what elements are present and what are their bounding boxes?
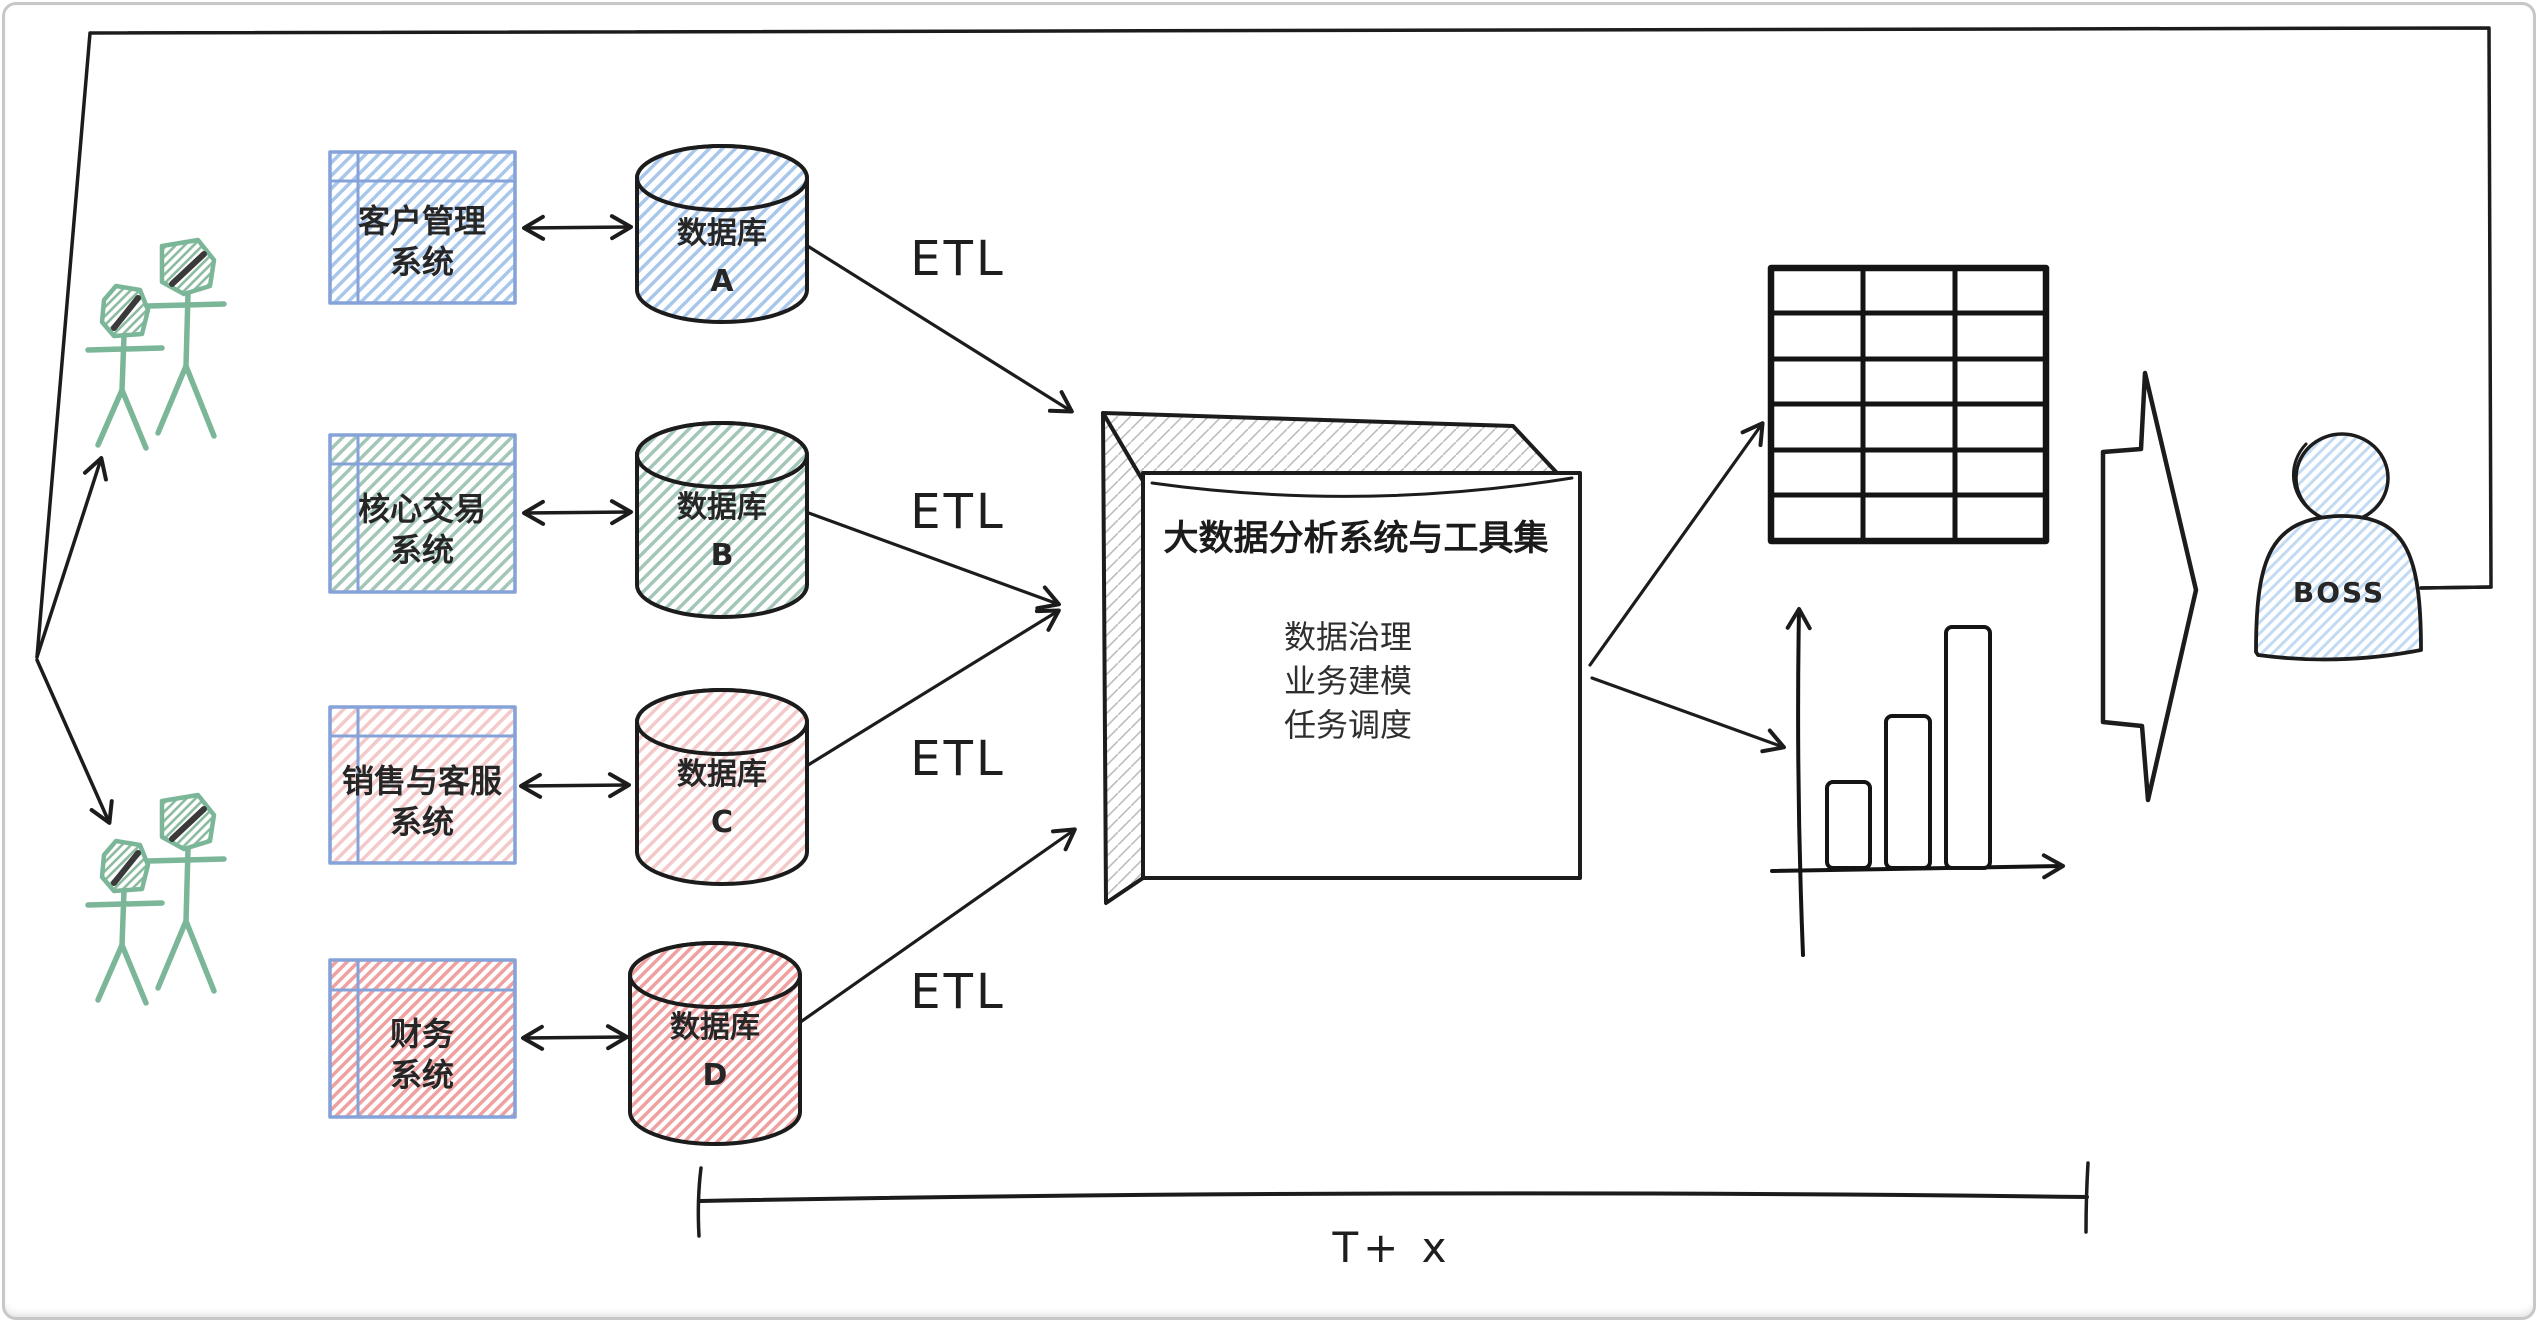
system-label: 客户管理 <box>358 202 486 240</box>
feedback-arrow-to-top-users <box>35 456 108 659</box>
database-letter: D <box>703 1058 728 1093</box>
boss-person-icon <box>2254 432 2493 662</box>
sync-arrow-core <box>522 499 633 526</box>
timeline-label: T+ x <box>1331 1223 1451 1272</box>
system-label: 财务 <box>390 1015 454 1053</box>
users-group-top-icon <box>88 240 224 448</box>
database-label: 数据库 <box>677 216 767 251</box>
etl-arrows <box>790 238 1077 1030</box>
database-cylinder-a-icon <box>635 144 809 324</box>
database-letter: A <box>710 264 734 299</box>
timeline-bracket <box>696 1161 2090 1238</box>
etl-label: ETL <box>910 964 1005 1020</box>
platform-function: 数据治理 <box>1284 618 1412 656</box>
platform-function: 任务调度 <box>1284 706 1412 744</box>
etl-arrow-b <box>804 510 1061 611</box>
sync-arrow-crm <box>522 214 633 241</box>
etl-label: ETL <box>910 731 1005 787</box>
database-cylinder-c-icon <box>635 688 809 886</box>
system-label: 核心交易 <box>358 490 486 528</box>
sync-arrows <box>519 214 633 1051</box>
platform-function: 业务建模 <box>1284 662 1412 700</box>
etl-arrow-c <box>798 608 1061 772</box>
labels: 客户管理 系统 核心交易 系统 销售与客服 系统 财务 系统 数据库 A 数据库… <box>342 202 2385 1272</box>
bar-chart-icon <box>1770 607 2065 957</box>
system-window-finance-icon <box>328 958 517 1119</box>
database-cylinders <box>628 144 809 1146</box>
system-window-crm-icon <box>328 150 517 305</box>
database-letter: B <box>711 538 734 573</box>
etl-arrow-a <box>796 238 1074 414</box>
database-cylinder-d-icon <box>628 941 802 1146</box>
system-label: 系统 <box>390 1056 454 1094</box>
users-group-bottom-icon <box>88 795 224 1003</box>
system-label: 系统 <box>390 243 454 281</box>
platform-box-icon <box>1101 411 1582 905</box>
system-boxes <box>328 150 517 1119</box>
block-arrow-icon <box>2100 370 2199 803</box>
database-label: 数据库 <box>677 757 767 792</box>
feedback-arrow-to-bottom-users <box>35 658 114 825</box>
etl-label: ETL <box>910 231 1005 287</box>
system-window-core-icon <box>328 433 517 594</box>
system-label: 系统 <box>390 531 454 569</box>
database-label: 数据库 <box>670 1010 760 1045</box>
system-label: 销售与客服 <box>342 762 502 800</box>
platform-title: 大数据分析系统与工具集 <box>1163 519 1548 559</box>
system-window-sales-icon <box>328 705 517 865</box>
boss-label: BOSS <box>2293 576 2385 609</box>
sync-arrow-sales <box>519 772 631 799</box>
arrow-to-table <box>1588 421 1765 667</box>
output-arrows <box>1588 421 1786 754</box>
system-label: 系统 <box>390 803 454 841</box>
etl-label: ETL <box>910 484 1005 540</box>
arrow-to-chart <box>1590 676 1786 754</box>
etl-arrow-d <box>790 827 1077 1030</box>
database-letter: C <box>711 805 733 840</box>
sync-arrow-finance <box>521 1024 629 1051</box>
database-label: 数据库 <box>677 490 767 525</box>
report-table-icon <box>1767 264 2050 545</box>
database-cylinder-b-icon <box>635 421 809 619</box>
